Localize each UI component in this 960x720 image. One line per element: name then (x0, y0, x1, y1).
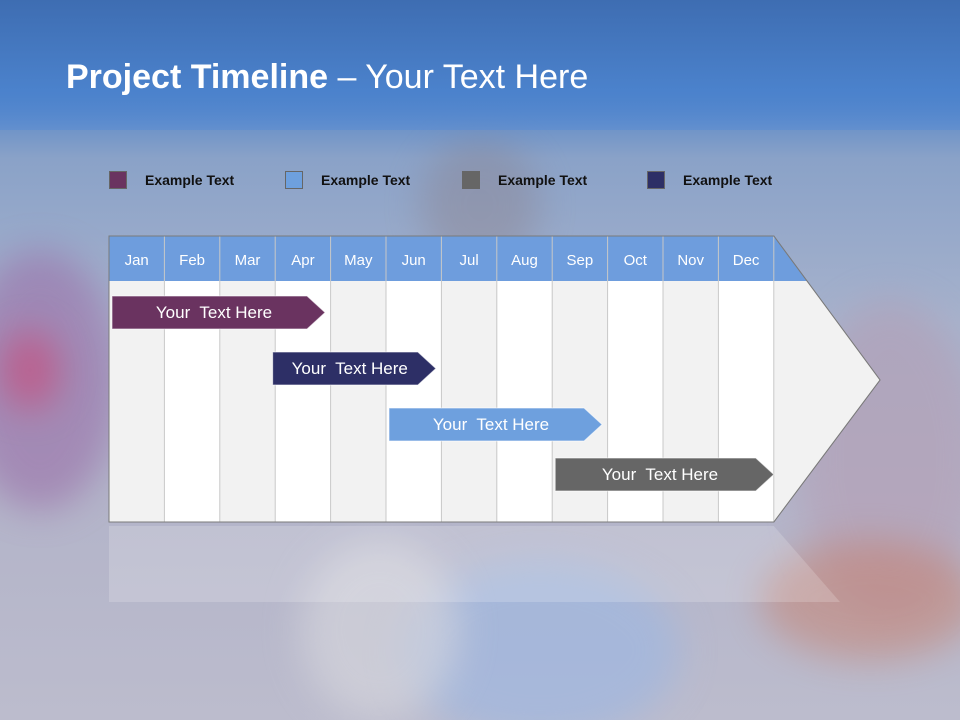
month-label: Jul (460, 252, 479, 269)
month-label: Jun (402, 252, 426, 269)
legend-swatch (285, 171, 303, 189)
task-bar (111, 295, 326, 330)
title-bold: Project Timeline (66, 58, 329, 96)
legend-item: Example Text (285, 170, 410, 190)
month-label: Dec (733, 252, 760, 269)
task-label: Your Text Here (292, 359, 408, 378)
task-bar (554, 457, 775, 492)
legend-swatch (109, 171, 127, 189)
month-label: Mar (235, 252, 261, 269)
task-label: Your Text Here (602, 465, 718, 484)
timeline-reflection (109, 526, 840, 602)
month-label: Apr (291, 252, 314, 269)
task-bar (388, 407, 603, 442)
legend-label: Example Text (683, 172, 773, 188)
month-label: Aug (511, 252, 538, 269)
month-header-band (109, 236, 807, 281)
month-label: Nov (677, 252, 704, 269)
legend-item: Example Text (462, 170, 587, 190)
month-label: Jan (125, 252, 149, 269)
header-band (0, 0, 960, 130)
legend-swatch (647, 171, 665, 189)
timeline-arrow-outline (108, 235, 881, 523)
legend-label: Example Text (498, 172, 588, 188)
task-bar (272, 351, 437, 386)
page-title: Project Timeline – Your Text Here (66, 58, 588, 97)
legend-label: Example Text (321, 172, 411, 188)
month-column (330, 281, 386, 522)
task-label: Your Text Here (433, 415, 549, 434)
month-label: Sep (567, 252, 594, 269)
legend-label: Example Text (145, 172, 235, 188)
task-label: Your Text Here (156, 303, 272, 322)
title-rest: – Your Text Here (328, 58, 589, 96)
month-label: Feb (179, 252, 205, 269)
month-column (441, 281, 497, 522)
legend-item: Example Text (647, 170, 772, 190)
legend-item: Example Text (109, 170, 234, 190)
legend-swatch (462, 171, 480, 189)
arrow-head-fill (773, 281, 880, 522)
month-label: May (344, 252, 373, 269)
month-label: Oct (624, 252, 648, 269)
